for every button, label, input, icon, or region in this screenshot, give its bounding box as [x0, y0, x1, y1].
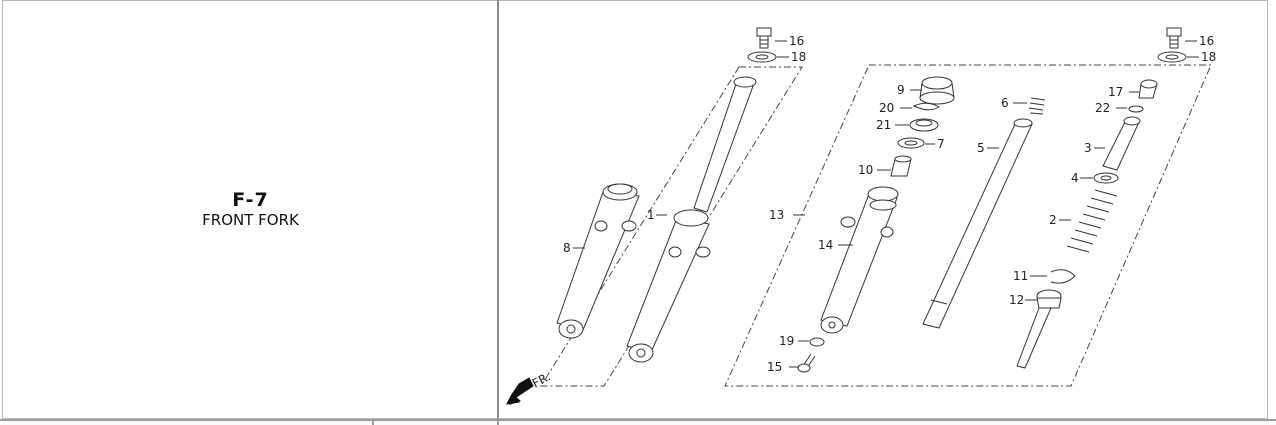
part-22-o-ring [1128, 105, 1144, 113]
front-direction-arrow-icon [506, 377, 534, 405]
callout-5: 5 [977, 141, 985, 155]
callout-21: 21 [876, 118, 891, 132]
part-3-spacer [1102, 116, 1141, 171]
callout-12: 12 [1009, 293, 1024, 307]
part-21-seal [909, 118, 939, 132]
part-18-washer-right [1157, 51, 1187, 63]
part-18-washer-left [747, 51, 777, 63]
part-4-washer [1093, 172, 1119, 184]
callout-19: 19 [779, 334, 794, 348]
part-16-bolt-right [1166, 27, 1182, 49]
callout-11: 11 [1013, 269, 1028, 283]
callout-6: 6 [1001, 96, 1009, 110]
page-title: FRONT FORK [202, 211, 299, 229]
assembly-outline-left [540, 66, 803, 387]
part-12-damper-rod [1016, 289, 1062, 369]
part-20-clip [912, 102, 940, 111]
front-direction-label: FR. [530, 370, 553, 391]
part-8-outer-tube [556, 183, 640, 339]
callout-16-left: 16 [789, 34, 804, 48]
callout-9: 9 [897, 83, 905, 97]
page-code: F-7 [232, 189, 269, 211]
part-16-bolt-left [756, 27, 772, 49]
callout-18-left: 18 [791, 50, 806, 64]
part-11-circlip [1050, 269, 1076, 284]
part-2-spring [1066, 189, 1118, 253]
callout-20: 20 [879, 101, 894, 115]
callout-4: 4 [1071, 171, 1079, 185]
callout-15: 15 [767, 360, 782, 374]
callout-17: 17 [1108, 85, 1123, 99]
callout-14: 14 [818, 238, 833, 252]
table-bottom-border [0, 419, 1276, 425]
part-14-outer-slider [820, 186, 899, 334]
title-block: F-7 FRONT FORK [2, 189, 499, 229]
callout-10: 10 [858, 163, 873, 177]
callout-3: 3 [1084, 141, 1092, 155]
callout-7: 7 [937, 137, 945, 151]
part-1-fork-leg [626, 76, 757, 363]
page-frame [2, 0, 1268, 419]
part-17-adjuster [1138, 79, 1158, 99]
column-divider [372, 419, 374, 425]
callout-1: 1 [647, 208, 655, 222]
title-cell: F-7 FRONT FORK [2, 0, 499, 419]
callout-22: 22 [1095, 101, 1110, 115]
callout-18-right: 18 [1201, 50, 1216, 64]
callout-13: 13 [769, 208, 784, 222]
callout-8: 8 [563, 241, 571, 255]
part-19-washer [809, 337, 825, 347]
part-6-spring [1028, 97, 1046, 115]
callout-16-right: 16 [1199, 34, 1214, 48]
callout-2: 2 [1049, 213, 1057, 227]
part-9-cap [919, 76, 955, 105]
part-7-washer [897, 137, 925, 149]
part-10-bushing [890, 155, 912, 177]
leader-lines [573, 40, 1199, 368]
part-15-bolt [797, 353, 816, 373]
assembly-outline-right [724, 64, 1212, 387]
exploded-parts-diagram: 16 18 16 18 1 8 13 9 20 21 7 10 14 19 15… [506, 27, 1216, 405]
column-divider [497, 419, 499, 425]
part-5-inner-tube [922, 118, 1033, 329]
